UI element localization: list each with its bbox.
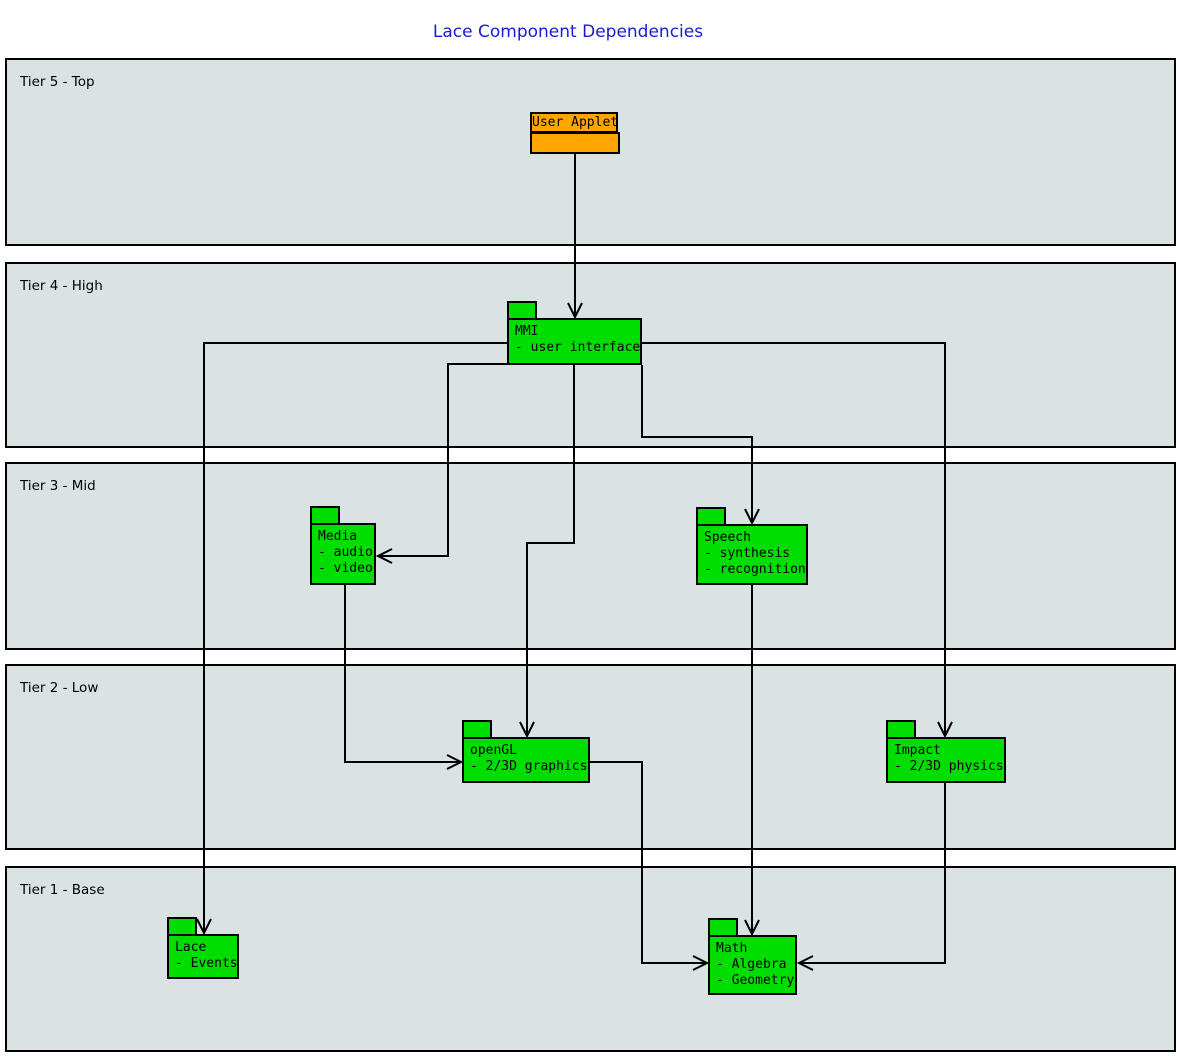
component-speech-line-0: Speech <box>704 530 751 545</box>
component-math-line-2: - Geometry <box>716 973 795 988</box>
component-mmi-line-1: - user interface <box>515 340 641 355</box>
component-media-line-2: - video <box>318 561 373 576</box>
tier-label-tier-3: Tier 3 - Mid <box>20 478 96 494</box>
component-speech-line-2: - recognition <box>704 562 806 577</box>
component-user-applet-body <box>530 132 620 154</box>
component-lace: Lace- Events <box>167 934 239 979</box>
diagram-title: Lace Component Dependencies <box>432 22 704 42</box>
component-impact-line-1: - 2/3D physics <box>894 759 1004 774</box>
component-mmi-line-0: MMI <box>515 324 539 339</box>
component-impact-line-0: Impact <box>894 743 941 758</box>
component-media-line-0: Media <box>318 529 358 544</box>
tier-band-tier-3: Tier 3 - Mid <box>5 462 1176 650</box>
component-opengl: openGL- 2/3D graphics <box>462 737 590 783</box>
tier-label-tier-1: Tier 1 - Base <box>20 882 105 898</box>
component-user-applet: User Applet <box>530 112 618 133</box>
component-media: Media- audio- video <box>310 523 376 585</box>
component-math-line-0: Math <box>716 941 748 956</box>
component-speech: Speech- synthesis- recognition <box>696 524 808 585</box>
tier-label-tier-4: Tier 4 - High <box>20 278 103 294</box>
component-opengl-line-1: - 2/3D graphics <box>470 759 588 774</box>
component-impact: Impact- 2/3D physics <box>886 737 1006 783</box>
component-lace-line-0: Lace <box>175 940 207 955</box>
component-media-line-1: - audio <box>318 545 373 560</box>
component-speech-line-1: - synthesis <box>704 546 791 561</box>
component-math: Math- Algebra- Geometry <box>708 935 797 995</box>
component-mmi: MMI- user interface <box>507 318 642 365</box>
component-math-line-1: - Algebra <box>716 957 787 972</box>
component-opengl-line-0: openGL <box>470 743 517 758</box>
component-lace-line-1: - Events <box>175 956 238 971</box>
tier-label-tier-2: Tier 2 - Low <box>20 680 99 696</box>
tier-label-tier-5: Tier 5 - Top <box>20 74 95 90</box>
